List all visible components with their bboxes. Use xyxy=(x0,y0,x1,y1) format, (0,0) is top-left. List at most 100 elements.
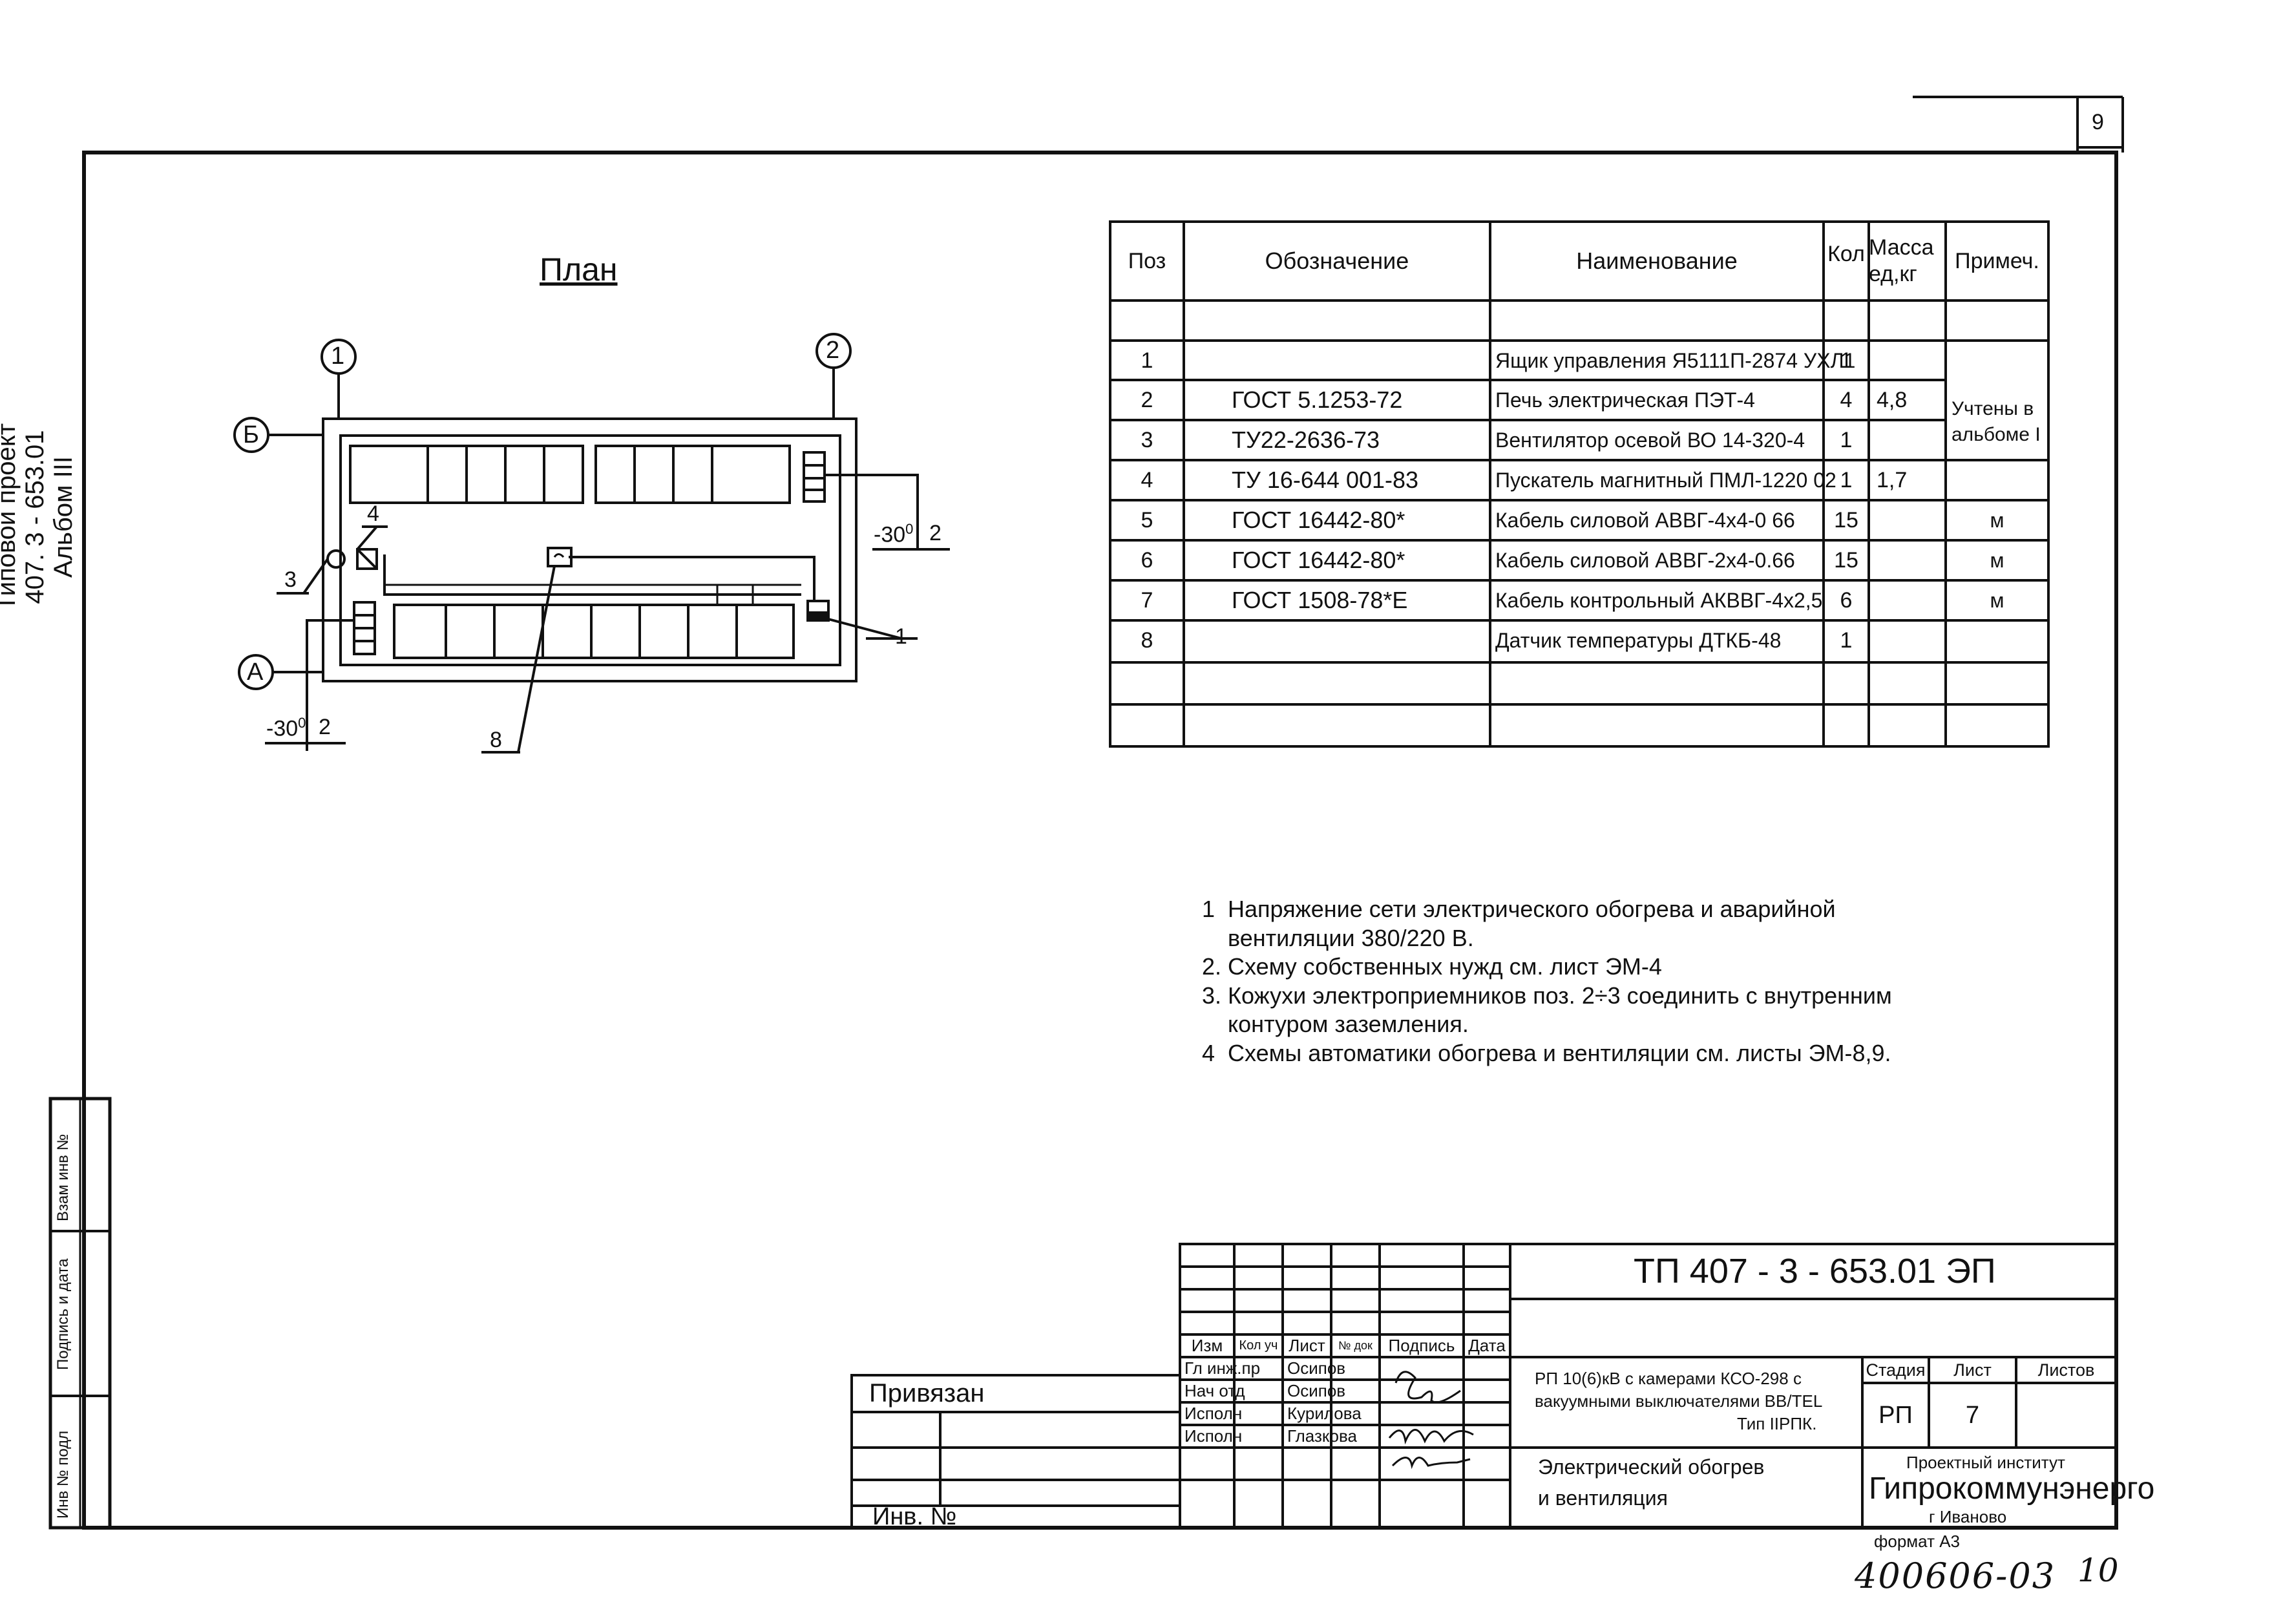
spec-cell-note: м xyxy=(1990,588,2004,612)
spec-cell-qty: 4 xyxy=(1840,387,1853,412)
signer-name: Осипов xyxy=(1287,1358,1346,1378)
spec-header-name: Наименование xyxy=(1576,248,1738,274)
signer-role: Гл инж.пр xyxy=(1184,1358,1261,1378)
spec-cell-name: Ящик управления Я5111П-2874 УХЛ1 xyxy=(1495,348,1856,372)
spec-merged-note-line1: Учтены в xyxy=(1952,398,2034,419)
inventory-label: Инв. № xyxy=(872,1503,957,1530)
spec-cell-designation: ГОСТ 16442-80* xyxy=(1232,547,1405,573)
spec-cell-qty: 15 xyxy=(1834,547,1858,573)
spec-cell-name: Датчик температуры ДТКБ-48 xyxy=(1495,628,1782,652)
note-line: 2. Схему собственных нужд см. лист ЭМ-4 xyxy=(1202,953,1662,980)
change-header-cell: Изм xyxy=(1191,1336,1223,1355)
plan-title: План xyxy=(540,251,618,288)
elevation-right-sup: 0 xyxy=(905,521,914,537)
spec-cell-pos: 5 xyxy=(1141,507,1153,533)
spec-cell-pos: 7 xyxy=(1141,587,1153,613)
spec-header-designation: Обозначение xyxy=(1265,248,1409,274)
spec-cell-note: м xyxy=(1990,508,2004,532)
spec-cell-pos: 4 xyxy=(1141,467,1153,492)
org-name: Гипрокоммунэнерго xyxy=(1869,1471,2155,1506)
spec-cell-qty: 1 xyxy=(1840,627,1853,653)
spec-cell-mass: 1,7 xyxy=(1877,467,1908,492)
spec-merged-note-line2: альбоме I xyxy=(1952,424,2041,445)
callout-8: 8 xyxy=(490,728,502,752)
stage-value: РП xyxy=(1878,1401,1913,1429)
signer-role: Нач отд xyxy=(1184,1381,1245,1400)
signer-name: Курилова xyxy=(1287,1404,1362,1423)
note-line: вентиляции 380/220 В. xyxy=(1202,924,1474,951)
doc-title-line1: Электрический обогрев xyxy=(1538,1455,1765,1479)
axis-label-b: Б xyxy=(243,421,259,448)
spec-cell-pos: 6 xyxy=(1141,547,1153,573)
spec-header-note: Примеч. xyxy=(1955,248,2039,273)
elevation-right: -300 xyxy=(874,521,914,546)
axis-label-2: 2 xyxy=(826,337,840,364)
spec-cell-designation: ГОСТ 5.1253-72 xyxy=(1232,386,1403,413)
spec-cell-name: Вентилятор осевой ВО 14-320-4 xyxy=(1495,428,1805,452)
change-header-cell: Кол уч xyxy=(1239,1338,1278,1353)
format-label: формат А3 xyxy=(1874,1532,1961,1551)
spec-cell-designation: ГОСТ 16442-80* xyxy=(1232,507,1405,533)
elevation-left: -300 xyxy=(266,716,306,741)
spec-cell-qty: 1 xyxy=(1840,467,1853,492)
spec-cell-pos: 8 xyxy=(1141,627,1153,653)
elevation-right-section: 2 xyxy=(929,521,942,545)
callout-1: 1 xyxy=(895,624,907,649)
callout-3: 3 xyxy=(284,567,297,592)
spec-cell-name: Кабель силовой АВВГ-4х4-0 66 xyxy=(1495,508,1795,532)
spec-cell-pos: 1 xyxy=(1141,348,1153,373)
spec-cell-designation: ТУ22-2636-73 xyxy=(1232,427,1380,453)
spec-cell-name: Печь электрическая ПЭТ-4 xyxy=(1495,388,1755,412)
note-line: контуром заземления. xyxy=(1202,1011,1469,1037)
sheet-label: Лист xyxy=(1953,1360,1992,1380)
change-header-cell: № док xyxy=(1338,1339,1373,1352)
spec-cell-designation: ГОСТ 1508-78*Е xyxy=(1232,587,1408,613)
axis-label-1: 1 xyxy=(331,343,345,370)
elevation-left-section: 2 xyxy=(319,715,331,739)
spec-cell-qty: 1 xyxy=(1840,427,1853,452)
spec-cell-pos: 3 xyxy=(1141,427,1153,452)
signer-name: Глазкова xyxy=(1287,1426,1357,1446)
change-header-cell: Подпись xyxy=(1388,1336,1455,1355)
sheets-label: Листов xyxy=(2037,1360,2095,1380)
object-name-line1: РП 10(6)кВ с камерами КСО-298 с xyxy=(1535,1369,1802,1388)
signer-role: Исполн xyxy=(1184,1404,1243,1423)
page-number: 9 xyxy=(2092,110,2104,134)
spec-cell-designation: ТУ 16-644 001-83 xyxy=(1232,467,1419,493)
bound-label: Привязан xyxy=(869,1379,985,1408)
spec-cell-name: Пускатель магнитный ПМЛ-1220 02 xyxy=(1495,468,1836,492)
spec-cell-qty: 15 xyxy=(1834,507,1858,533)
sheet-number-handwritten: 10 xyxy=(2078,1552,2119,1589)
spec-cell-mass: 4,8 xyxy=(1877,387,1908,412)
note-line: 1 Напряжение сети электрического обогрев… xyxy=(1202,896,1836,922)
change-header-cell: Лист xyxy=(1289,1336,1325,1355)
spec-cell-name: Кабель силовой АВВГ-2х4-0.66 xyxy=(1495,548,1795,572)
general-notes: 1 Напряжение сети электрического обогрев… xyxy=(1202,895,1892,1068)
stage-label: Стадия xyxy=(1866,1360,1926,1380)
spec-header-qty: Кол xyxy=(1827,241,1865,266)
callout-4: 4 xyxy=(367,501,379,526)
change-header-cell: Дата xyxy=(1468,1336,1506,1355)
elevation-left-value: -30 xyxy=(266,716,299,741)
spec-cell-name: Кабель контрольный АКВВГ-4х2,5 xyxy=(1495,588,1823,612)
signer-name: Осипов xyxy=(1287,1381,1346,1400)
spec-cell-qty: 6 xyxy=(1840,587,1853,613)
spec-header-mass: Масса ед,кг xyxy=(1869,235,1934,286)
object-name-line3: Тип IIРПК. xyxy=(1737,1414,1817,1433)
sheet-value: 7 xyxy=(1965,1401,1980,1429)
doc-title-line2: и вентиляция xyxy=(1538,1486,1668,1510)
note-line: 3. Кожухи электроприемников поз. 2÷3 сое… xyxy=(1202,982,1892,1009)
spec-cell-qty: 1 xyxy=(1840,348,1853,373)
document-code: ТП 407 - 3 - 653.01 ЭП xyxy=(1634,1252,1996,1291)
spec-cell-pos: 2 xyxy=(1141,387,1153,412)
object-name-line2: вакуумными выключателями BB/TEL xyxy=(1535,1391,1823,1411)
org-city: г Иваново xyxy=(1929,1507,2007,1526)
spec-cell-note: м xyxy=(1990,548,2004,572)
signer-role: Исполн xyxy=(1184,1426,1243,1446)
org-line1: Проектный институт xyxy=(1906,1453,2065,1472)
spec-header-pos: Поз xyxy=(1128,248,1166,273)
